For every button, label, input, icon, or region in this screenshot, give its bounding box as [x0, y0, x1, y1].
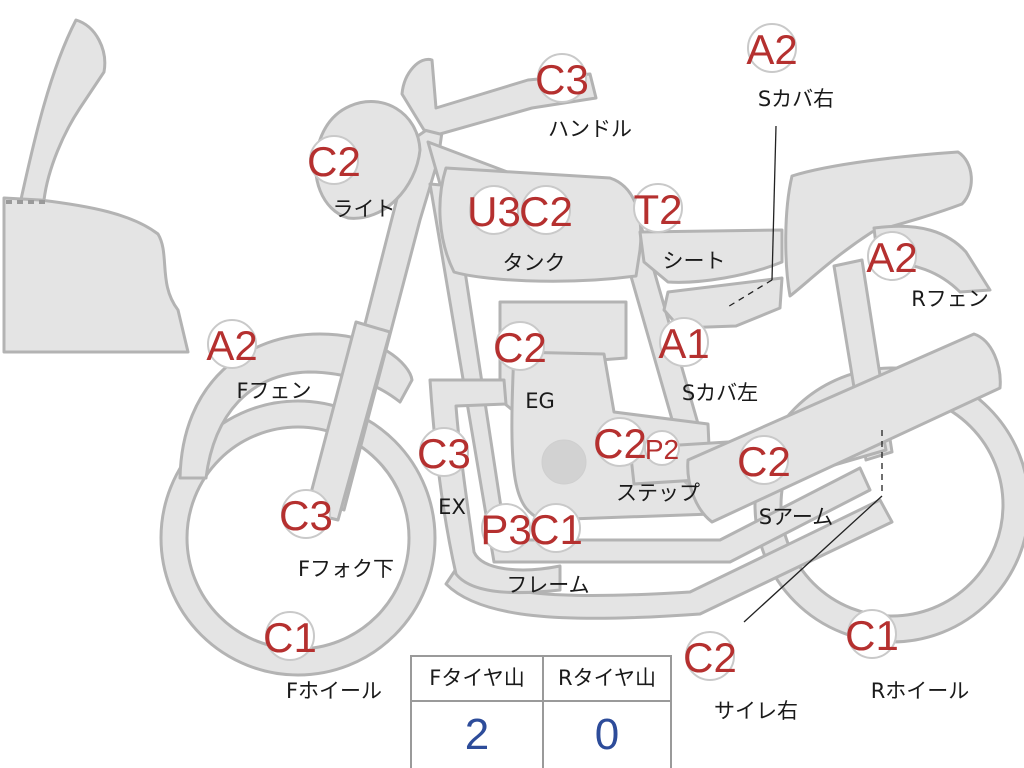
grade-text: C2	[683, 634, 737, 681]
grade-text: C2	[519, 188, 573, 235]
label-engine: EG	[525, 389, 555, 413]
grade-text: C1	[529, 506, 583, 553]
label-r-fender: Rフェン	[911, 287, 989, 311]
label-step: ステップ	[616, 481, 700, 505]
badge-handle: C3	[535, 53, 589, 103]
leader-side-cover-right	[771, 125, 777, 281]
rear-tyre-header: Rタイヤ山	[542, 657, 672, 702]
grade-text: C1	[263, 614, 317, 661]
front-wheel	[159, 399, 437, 677]
front-tyre-column: Fタイヤ山 2	[412, 657, 544, 768]
leader-side-cover-right-foot	[725, 279, 773, 309]
grade-text: P3	[480, 506, 531, 553]
label-seat: シート	[663, 249, 726, 273]
grade-text: U3	[467, 188, 521, 235]
handlebar	[400, 57, 598, 136]
badge-step: C2 P2	[593, 417, 680, 467]
badge-fairing-low: A2	[746, 23, 798, 73]
engine-cover	[541, 439, 587, 485]
badge-f-fender: A2	[206, 319, 258, 369]
badge-swing-arm: C2	[737, 435, 791, 485]
rear-tyre-value: 0	[594, 710, 620, 759]
label-f-fender: Fフェン	[236, 379, 311, 403]
grade-text: C3	[535, 56, 589, 103]
badge-r-wheel: C1	[845, 609, 899, 659]
badge-side-cover-left: A1	[658, 317, 710, 367]
label-fairing-low: Sカバ右	[758, 87, 834, 111]
grade-text: A2	[746, 26, 797, 73]
front-fairing	[2, 196, 190, 354]
windscreen	[18, 18, 107, 206]
label-exhaust: EX	[438, 495, 466, 519]
grade-text: P2	[645, 434, 679, 465]
badge-tank: U3 C2	[467, 185, 573, 235]
badge-f-wheel: C1	[263, 611, 317, 661]
label-light: ライト	[333, 197, 396, 221]
badge-seat: T2	[633, 183, 683, 233]
label-side-cover-left: Sカバ左	[682, 381, 758, 405]
label-handle: ハンドル	[548, 117, 632, 141]
side-cover	[662, 276, 784, 330]
rear-tyre-column: Rタイヤ山 0	[542, 657, 672, 768]
leader-silencer	[743, 495, 883, 623]
grade-text: C2	[493, 324, 547, 371]
grade-text: C3	[417, 430, 471, 477]
grade-text: T2	[633, 186, 682, 233]
fork-lower-tube	[304, 320, 392, 522]
grade-text: A2	[206, 322, 257, 369]
grade-text: A1	[658, 320, 709, 367]
grade-text: C3	[279, 492, 333, 539]
label-swing-arm: Sアーム	[759, 505, 833, 529]
front-tyre-value: 2	[464, 710, 490, 759]
label-f-wheel: Fホイール	[286, 679, 382, 703]
badge-silencer-right: C2	[683, 631, 737, 681]
grade-text: C1	[845, 612, 899, 659]
badge-engine: C2	[493, 321, 547, 371]
front-tyre-header: Fタイヤ山	[412, 657, 542, 702]
label-tank: タンク	[503, 251, 566, 275]
label-silencer-right: サイレ右	[714, 699, 798, 723]
seat	[638, 228, 784, 284]
tyre-tread-table: Fタイヤ山 2 Rタイヤ山 0	[410, 655, 672, 768]
grade-text: C2	[737, 438, 791, 485]
frame-down	[428, 182, 872, 564]
rear-tail	[784, 150, 973, 298]
grade-text: C2	[593, 420, 647, 467]
badge-frame: P3 C1	[480, 503, 583, 553]
badge-fork-lower: C3	[279, 489, 333, 539]
label-frame: フレーム	[506, 573, 589, 597]
badge-exhaust: C3	[417, 427, 471, 477]
badge-r-fender: A2	[866, 231, 918, 281]
badge-light: C2	[307, 135, 361, 185]
label-fork-lower: Fフォク下	[298, 557, 394, 581]
label-r-wheel: Rホイール	[871, 679, 970, 703]
exhaust-pipe	[428, 378, 562, 595]
grade-text: C2	[307, 138, 361, 185]
grade-text: A2	[866, 234, 917, 281]
